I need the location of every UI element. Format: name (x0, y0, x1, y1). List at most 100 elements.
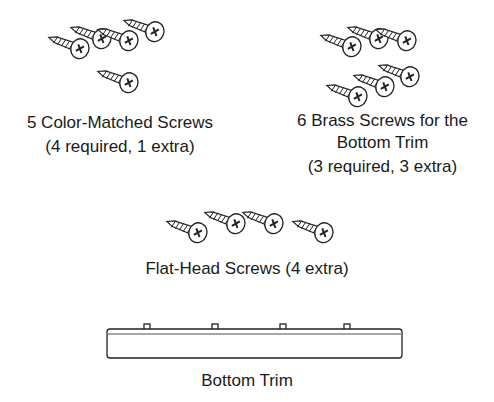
screw (239, 203, 285, 236)
screw-slot (125, 36, 133, 45)
screw-head (340, 34, 364, 59)
screw-head (395, 28, 419, 53)
part-label: Flat-Head Screws (4 extra) (97, 258, 397, 280)
screw-thread (140, 23, 145, 31)
screw-head (117, 70, 141, 95)
screw-thread (110, 31, 115, 39)
screw-thread (383, 64, 388, 72)
screw-thread (87, 30, 92, 38)
bottom-trim-drawing (107, 324, 402, 358)
screw-thread (301, 221, 306, 229)
trim-edge (108, 334, 401, 335)
screw-thread (65, 40, 70, 48)
screw (201, 203, 247, 236)
screw-thread (247, 211, 252, 219)
screw-thread (114, 74, 119, 82)
screw-thread (102, 28, 107, 36)
part-label: Bottom Trim (147, 370, 347, 392)
screw (163, 212, 209, 245)
screw-thread (132, 20, 137, 28)
screw-thread (358, 74, 363, 82)
screw-head (346, 84, 370, 109)
screw-thread (339, 87, 344, 95)
screw-thread (309, 224, 314, 232)
screw-thread (352, 26, 357, 34)
screw-thread (79, 27, 84, 35)
screw-head (117, 28, 141, 53)
screw-thread (175, 221, 180, 229)
screw-thread (128, 19, 133, 27)
screw-thread (83, 29, 88, 37)
screw-thread (297, 220, 302, 228)
screw-thread (384, 29, 389, 37)
screw-head (68, 36, 92, 61)
screw-slot (381, 82, 389, 91)
screw-slot (348, 42, 356, 51)
screw-thread (360, 29, 365, 37)
screw-thread (57, 37, 62, 45)
screw-slot (232, 219, 240, 228)
screw-thread (221, 215, 226, 223)
screw-head (262, 211, 286, 236)
screw (94, 20, 140, 53)
screw-slot (151, 27, 159, 36)
screw-thread (343, 88, 348, 96)
screw-thread (179, 223, 184, 231)
screw-slot (320, 228, 328, 237)
screw-head (373, 74, 397, 99)
screw-thread (110, 73, 115, 81)
screw-thread (366, 77, 371, 85)
screw-thread (251, 212, 256, 220)
screw-thread (325, 34, 330, 42)
screw-thread (106, 71, 111, 79)
screw (94, 62, 140, 95)
screw-thread (370, 78, 375, 86)
screw-head (224, 211, 248, 236)
screw-thread (136, 22, 141, 30)
screw-thread (106, 29, 111, 37)
screw-thread (305, 223, 310, 231)
screw-thread (183, 224, 188, 232)
screw-thread (102, 70, 107, 78)
screw-thread (380, 28, 385, 36)
screw-thread (337, 38, 342, 46)
part-label: 6 Brass Screws for the Bottom Trim (285, 110, 480, 154)
screw-slot (125, 78, 133, 87)
screw (289, 212, 335, 245)
screw-thread (171, 220, 176, 228)
trim-body (107, 329, 402, 358)
screw-thread (391, 67, 396, 75)
part-label: 5 Color-Matched Screws (20, 112, 220, 134)
screw-thread (362, 75, 367, 83)
screw-thread (61, 39, 66, 47)
screw (375, 56, 421, 89)
screw-thread (255, 214, 260, 222)
screw-thread (395, 68, 400, 76)
screw-slot (354, 92, 362, 101)
screw-slot (194, 228, 202, 237)
part-label: (4 required, 1 extra) (20, 136, 220, 158)
screw-head (312, 220, 336, 245)
screw-head (143, 19, 167, 44)
screw-thread (329, 35, 334, 43)
screw-slot (76, 44, 84, 53)
screw-thread (209, 211, 214, 219)
screw-thread (53, 36, 58, 44)
screw-thread (217, 214, 222, 222)
screw-thread (392, 32, 397, 40)
screw-thread (114, 32, 119, 40)
screw-thread (333, 37, 338, 45)
screw-thread (387, 65, 392, 73)
screw-head (398, 64, 422, 89)
part-label: (3 required, 3 extra) (285, 156, 480, 178)
screw-thread (213, 212, 218, 220)
screw-thread (335, 85, 340, 93)
screw-slot (375, 34, 383, 43)
screw-thread (75, 26, 80, 34)
screw-thread (388, 31, 393, 39)
screw-thread (331, 84, 336, 92)
screw (120, 11, 166, 44)
screw (372, 20, 418, 53)
screw-slot (406, 72, 414, 81)
